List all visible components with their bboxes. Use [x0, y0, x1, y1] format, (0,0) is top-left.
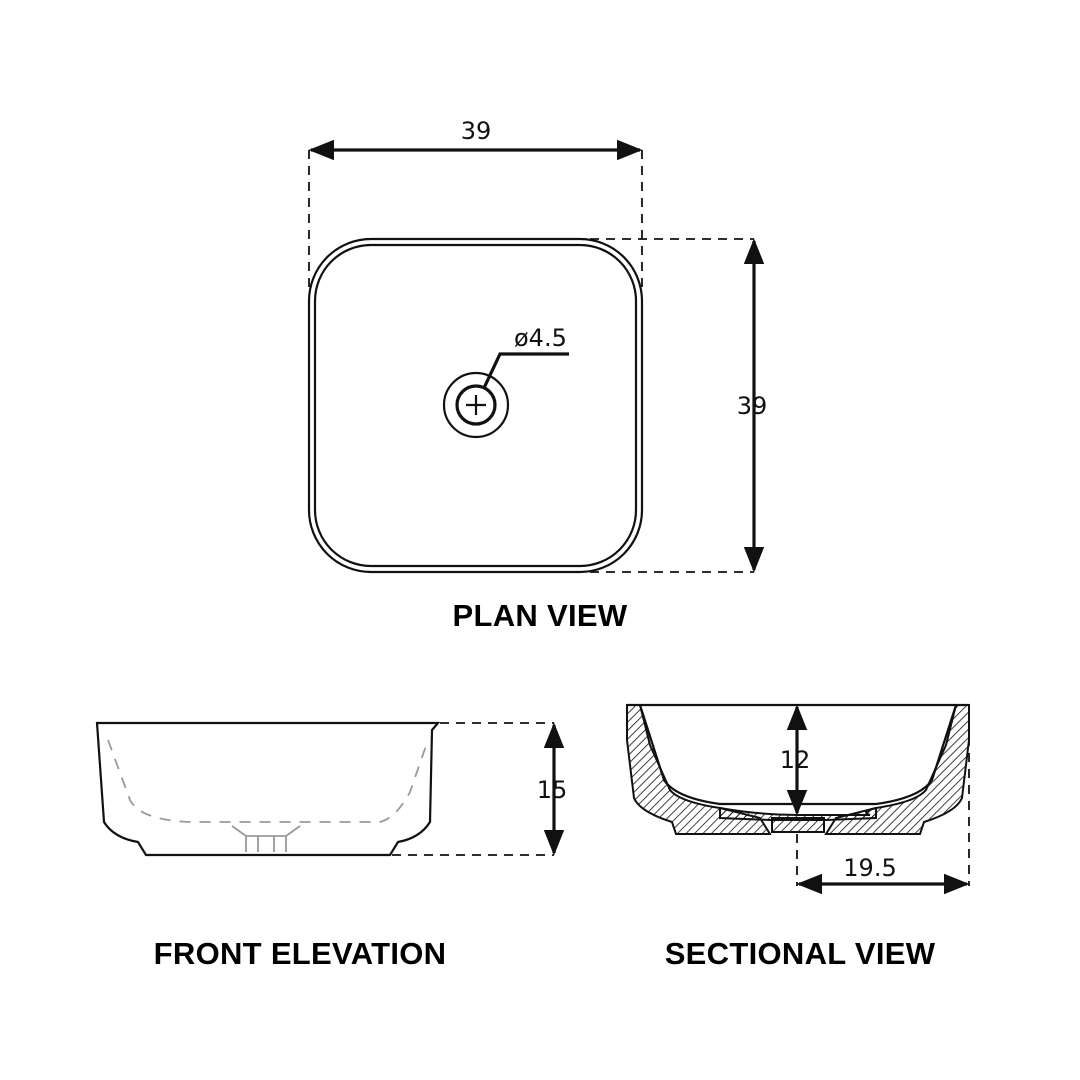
front-hidden-bowl [107, 739, 429, 823]
section-left-wall [626, 704, 772, 835]
front-elevation: 15 FRONT ELEVATION [95, 721, 568, 971]
front-outline [95, 721, 441, 857]
drain-inner-circle [455, 384, 497, 426]
plan-view: ø4.5 39 39 PLAN VIEW [307, 117, 768, 633]
plan-basin-outer [307, 237, 644, 574]
plan-view-caption: PLAN VIEW [453, 598, 628, 633]
section-right-wall [824, 704, 970, 835]
drain-leader-line [482, 352, 569, 389]
plan-width-label: 39 [461, 117, 492, 145]
section-depth-label: 12 [780, 746, 811, 774]
plan-basin-inner [313, 243, 638, 568]
front-height-label: 15 [537, 776, 568, 804]
front-hidden-drain [231, 825, 301, 852]
section-halfwidth-label: 19.5 [843, 854, 896, 882]
drain-diameter-label: ø4.5 [514, 324, 567, 352]
sectional-view: 12 19.5 SECTIONAL VIEW [626, 703, 970, 971]
front-elevation-caption: FRONT ELEVATION [154, 936, 447, 971]
sectional-view-caption: SECTIONAL VIEW [665, 936, 936, 971]
drain-outer-circle [442, 371, 510, 439]
plan-depth-label: 39 [737, 392, 768, 420]
section-bottom [719, 806, 877, 821]
section-drain [771, 817, 825, 833]
